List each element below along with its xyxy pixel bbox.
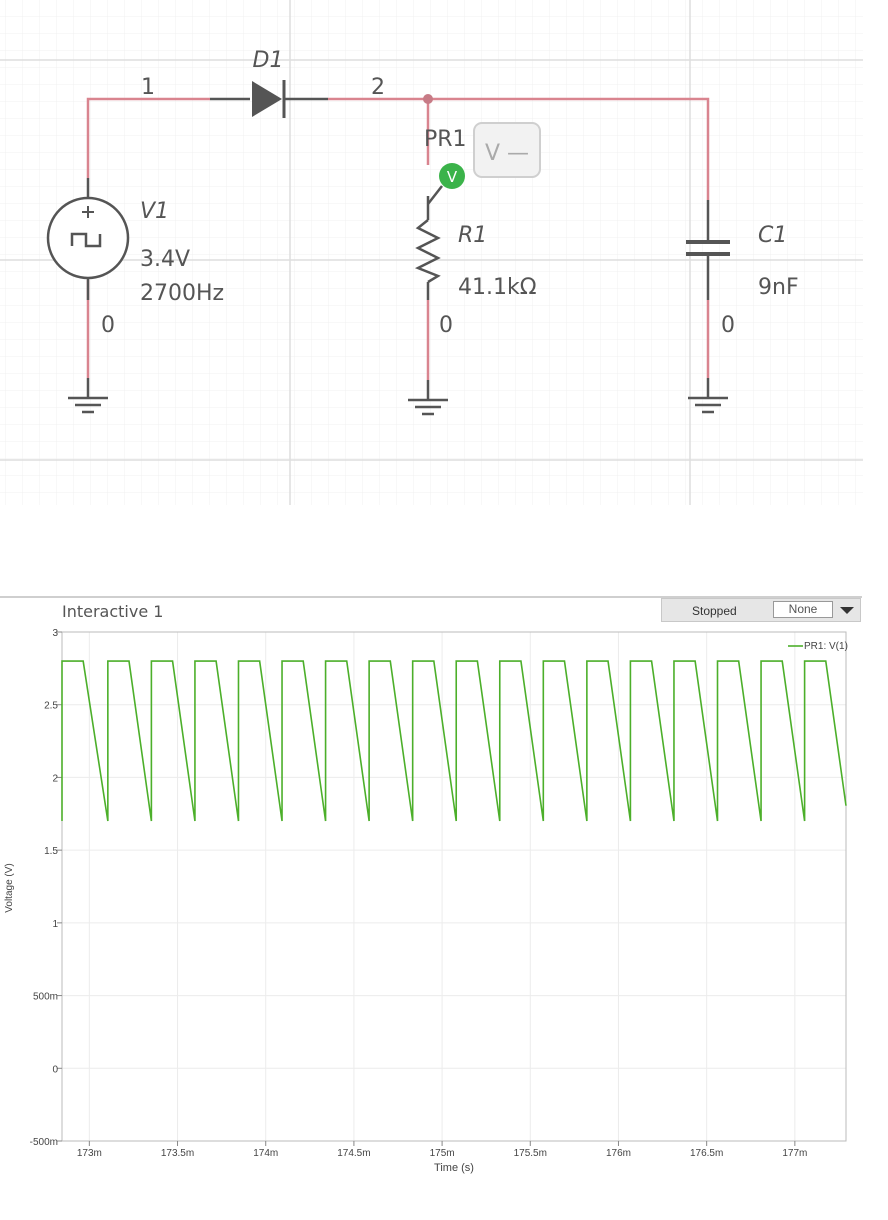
x-tick-label: 173.5m xyxy=(161,1148,194,1159)
ground-icon-c1 xyxy=(688,378,728,414)
panel-top-border xyxy=(0,596,862,598)
x-tick-label: 176.5m xyxy=(690,1148,723,1159)
ground-icon-r1 xyxy=(408,380,448,416)
c1-label: C1 xyxy=(758,223,787,248)
v1-amplitude: 3.4V xyxy=(140,247,190,272)
ground-icon-v1 xyxy=(68,378,108,414)
x-axis-ticks: 173m 173.5m 174m 174.5m 175m 175.5m 176m 176.5m… xyxy=(77,1141,807,1159)
r1-value: 41.1kΩ xyxy=(458,275,537,300)
square-wave-icon xyxy=(70,232,102,248)
resistor-r1[interactable] xyxy=(414,196,441,300)
voltage-chart[interactable]: -500m 0 500m 1 1.5 2 2.5 3 173m 173.5m 174m 174.5m… xyxy=(0,596,888,1220)
y-tick-label: 3 xyxy=(52,628,58,639)
probe-marker-pr1[interactable]: V xyxy=(439,163,465,189)
y-tick-label: 0 xyxy=(52,1064,58,1075)
x-tick-label: 177m xyxy=(782,1148,807,1159)
plot-panel: Interactive 1 Stopped None -500m 0 500m 1 1.… xyxy=(0,596,888,1220)
junction-dot xyxy=(423,94,433,104)
y-tick-label: -500m xyxy=(30,1137,58,1148)
y-axis-ticks: -500m 0 500m 1 1.5 2 2.5 3 xyxy=(30,628,62,1148)
y-tick-label: 500m xyxy=(33,992,58,1003)
y-tick-label: 2.5 xyxy=(44,701,58,712)
probe-label: PR1 xyxy=(424,127,467,152)
simulation-status-bar: Stopped None xyxy=(661,598,861,622)
probe-readout-box[interactable]: V — xyxy=(473,122,541,178)
x-axis-label: Time (s) xyxy=(434,1162,474,1174)
y-tick-label: 1 xyxy=(52,919,58,930)
d1-label: D1 xyxy=(253,48,284,73)
plot-frame xyxy=(61,631,847,1142)
series-line-pr1-v1 xyxy=(61,660,847,822)
circuit-schematic[interactable]: 1 2 0 0 0 D1 V1 3.4V 2700Hz PR1 V — V R1… xyxy=(0,0,888,520)
x-tick-label: 174.5m xyxy=(337,1148,370,1159)
c1-value: 9nF xyxy=(758,275,799,300)
x-tick-label: 175m xyxy=(430,1148,455,1159)
node-label-0-c1: 0 xyxy=(721,313,735,338)
node-label-0-v1: 0 xyxy=(101,313,115,338)
r1-label: R1 xyxy=(458,223,487,248)
capacitor-c1[interactable] xyxy=(686,200,730,300)
node-label-2: 2 xyxy=(371,75,385,100)
y-tick-label: 1.5 xyxy=(44,846,58,857)
diode-d1[interactable] xyxy=(210,80,328,118)
plot-title: Interactive 1 xyxy=(62,602,164,621)
voltage-source-v1[interactable] xyxy=(46,178,130,300)
x-tick-label: 173m xyxy=(77,1148,102,1159)
probe-readout: V — xyxy=(485,141,529,166)
v1-label: V1 xyxy=(140,199,169,224)
wires xyxy=(86,97,710,380)
voltage-probe-icon: V xyxy=(447,168,458,186)
node-label-1: 1 xyxy=(141,75,155,100)
v1-frequency: 2700Hz xyxy=(140,281,224,306)
chevron-down-icon[interactable] xyxy=(835,601,859,619)
trace-select[interactable]: None xyxy=(773,601,833,618)
node-label-0-r1: 0 xyxy=(439,313,453,338)
legend-label: PR1: V(1) xyxy=(804,641,848,652)
status-label: Stopped xyxy=(692,604,737,618)
schematic-grid xyxy=(0,0,863,505)
x-tick-label: 174m xyxy=(253,1148,278,1159)
x-tick-label: 176m xyxy=(606,1148,631,1159)
y-axis-label: Voltage (V) xyxy=(4,863,15,912)
chart-legend: PR1: V(1) xyxy=(788,641,848,652)
y-tick-label: 2 xyxy=(52,773,58,784)
x-tick-label: 175.5m xyxy=(514,1148,547,1159)
